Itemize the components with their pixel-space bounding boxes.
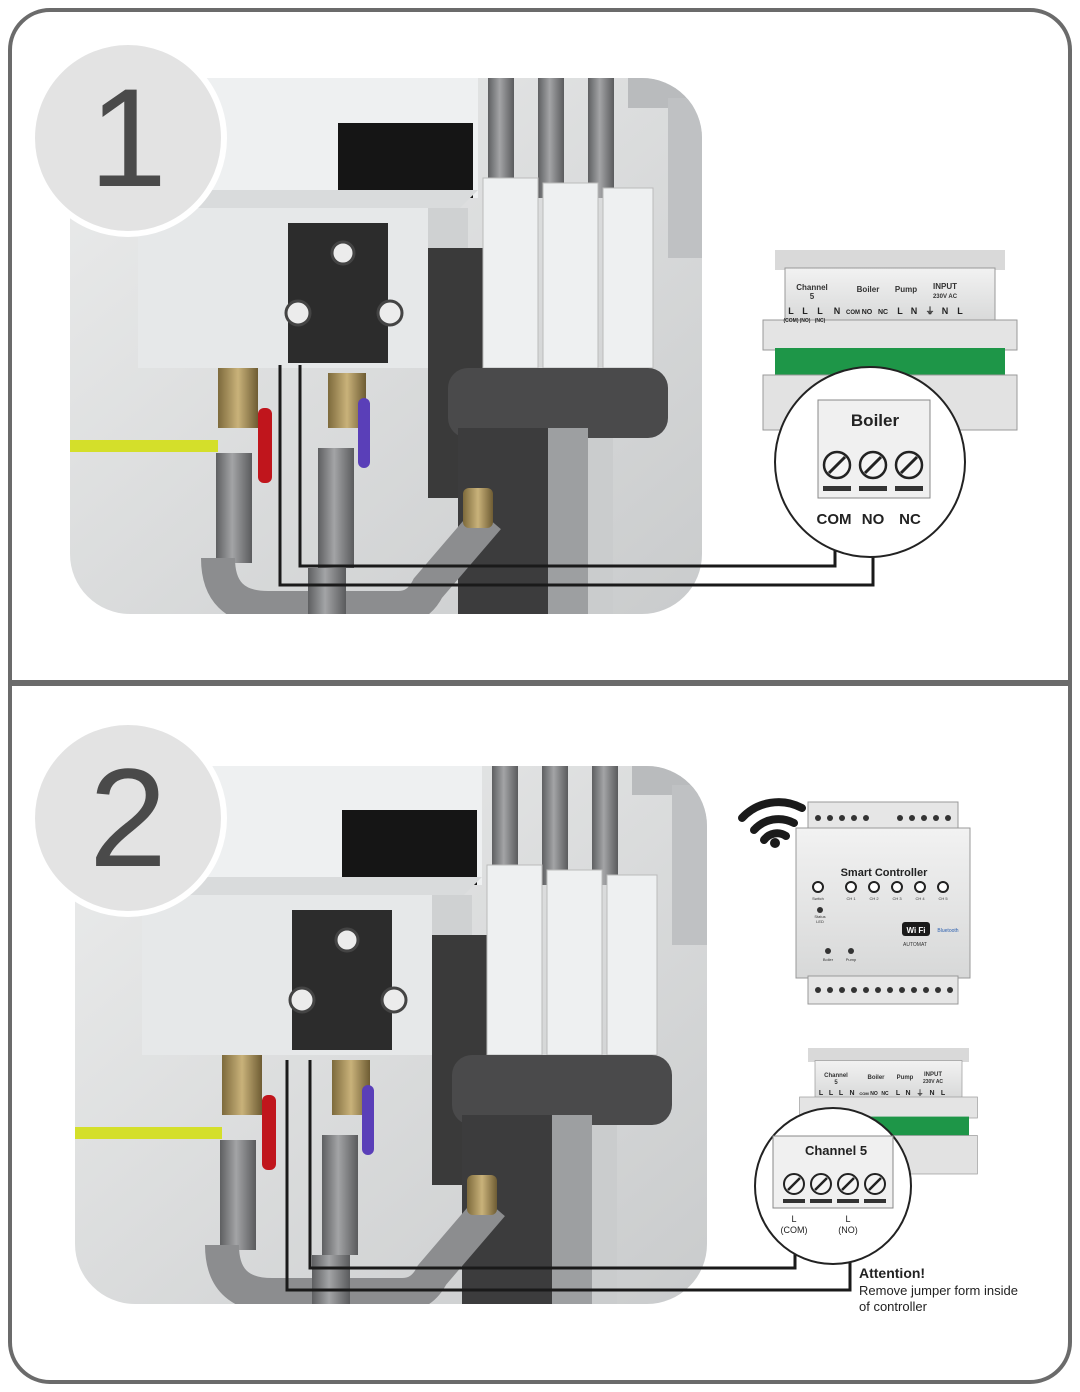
svg-text:COM: COM — [859, 1091, 869, 1096]
svg-text:N: N — [849, 1090, 854, 1097]
module1-terminal-row: L L L N COM NO NC L N ⏚ N L (COM) (NO) (… — [784, 306, 964, 324]
step2-zoom-callout: Channel 5 L (COM) L (NO) — [754, 1107, 912, 1265]
module1-input-header: INPUT — [933, 282, 957, 291]
svg-text:Status: Status — [814, 914, 825, 919]
step2-number: 2 — [89, 739, 167, 896]
zoom2-no-label: (NO) — [838, 1225, 858, 1235]
svg-text:L: L — [896, 1090, 901, 1097]
svg-text:L: L — [817, 306, 823, 316]
svg-text:L: L — [819, 1090, 824, 1097]
zoom1-nc-label: NC — [899, 511, 921, 528]
svg-text:L: L — [941, 1090, 946, 1097]
module1-channel-number: 5 — [810, 292, 815, 301]
svg-text:Boiler: Boiler — [823, 957, 834, 962]
zoom2-com-label: (COM) — [781, 1225, 808, 1235]
svg-text:N: N — [929, 1090, 934, 1097]
zoom2-terminal-screws — [783, 1173, 886, 1203]
controller-bottom-screws — [815, 987, 953, 993]
svg-text:L: L — [897, 306, 903, 316]
module1-boiler-header: Boiler — [857, 285, 880, 294]
attention-note: Attention! Remove jumper form inside of … — [859, 1265, 1018, 1314]
svg-text:⏚: ⏚ — [917, 1089, 924, 1097]
module1-voltage: 230V AC — [933, 294, 958, 300]
zoom1-no-label: NO — [862, 511, 885, 528]
svg-text:L: L — [829, 1090, 834, 1097]
module1-channel-header: Channel — [796, 283, 828, 292]
wifi-icon — [738, 798, 806, 848]
step1-number: 1 — [89, 59, 167, 216]
svg-text:N: N — [834, 306, 841, 316]
svg-text:L: L — [788, 306, 794, 316]
step1-din-module: Channel 5 Boiler Pump INPUT 230V AC L L … — [762, 249, 1018, 431]
controller-brand: AUTOMAT — [903, 942, 927, 948]
svg-text:(NO): (NO) — [800, 318, 811, 324]
svg-text:L: L — [957, 306, 963, 316]
svg-text:NC: NC — [881, 1091, 889, 1097]
svg-text:COM: COM — [846, 310, 860, 316]
svg-text:Pump: Pump — [897, 1075, 914, 1081]
attention-line1: Remove jumper form inside — [859, 1283, 1018, 1298]
svg-text:NC: NC — [878, 309, 888, 316]
controller-top-screws — [815, 815, 951, 821]
smart-controller: Smart Controller Switch CH 1 CH 2 CH 3 C… — [795, 801, 971, 1005]
zoom2-no-l: L — [845, 1214, 850, 1224]
svg-text:(COM): (COM) — [784, 318, 799, 324]
svg-text:Channel: Channel — [824, 1073, 848, 1079]
svg-text:CH 1: CH 1 — [846, 896, 856, 901]
svg-text:NO: NO — [870, 1091, 878, 1097]
step2-badge: 2 — [29, 719, 227, 917]
svg-text:Pump: Pump — [846, 957, 857, 962]
attention-title: Attention! — [859, 1265, 925, 1281]
step2-din-module: Channel 5 Boiler Pump INPUT 230V AC L L … — [799, 1047, 978, 1175]
svg-text:5: 5 — [834, 1080, 838, 1086]
controller-title: Smart Controller — [841, 867, 929, 879]
zoom2-title: Channel 5 — [805, 1143, 867, 1158]
zoom1-com-label: COM — [817, 511, 852, 528]
attention-line2: of controller — [859, 1299, 928, 1314]
svg-text:NO: NO — [862, 309, 873, 316]
step1-badge: 1 — [29, 39, 227, 237]
svg-text:230V AC: 230V AC — [923, 1079, 943, 1085]
svg-text:CH 4: CH 4 — [915, 896, 925, 901]
svg-text:LED: LED — [816, 919, 824, 924]
svg-text:CH 2: CH 2 — [869, 896, 879, 901]
svg-text:N: N — [905, 1090, 910, 1097]
step1-wires — [278, 365, 875, 587]
controller-bluetooth: Bluetooth — [937, 928, 958, 934]
controller-wifi-badge: Wi Fi — [906, 926, 925, 935]
module1-pump-header: Pump — [895, 285, 917, 294]
svg-text:⏚: ⏚ — [925, 306, 934, 316]
step1-zoom-callout: Boiler COM NO NC — [774, 366, 966, 558]
svg-text:L: L — [802, 306, 808, 316]
zoom1-terminal-screws — [822, 450, 924, 491]
svg-text:N: N — [942, 306, 949, 316]
svg-text:CH 3: CH 3 — [892, 896, 902, 901]
controller-channel-buttons — [812, 881, 949, 913]
svg-text:CH 5: CH 5 — [938, 896, 948, 901]
zoom1-title: Boiler — [851, 411, 900, 430]
panel-divider — [8, 680, 1072, 686]
outer-frame — [8, 8, 1072, 1384]
svg-text:INPUT: INPUT — [924, 1072, 942, 1078]
svg-text:N: N — [911, 306, 918, 316]
svg-text:(NC): (NC) — [815, 318, 826, 324]
svg-text:Switch: Switch — [812, 896, 824, 901]
svg-text:Boiler: Boiler — [867, 1075, 885, 1081]
zoom2-com-l: L — [791, 1214, 796, 1224]
svg-text:L: L — [839, 1090, 844, 1097]
